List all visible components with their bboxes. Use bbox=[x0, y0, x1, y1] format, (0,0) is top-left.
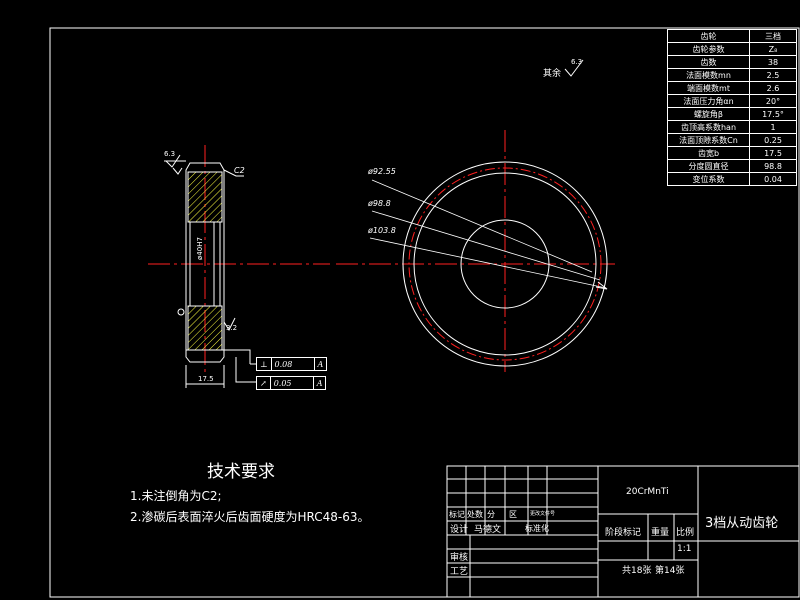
gear-param: 端面模数mt bbox=[667, 81, 750, 95]
width-dimension-label: 17.5 bbox=[198, 375, 214, 383]
gear-param: 法面顶隙系数Cn bbox=[667, 133, 750, 147]
gear-param: 齿宽b bbox=[667, 146, 750, 160]
material-label: 20CrMnTi bbox=[626, 487, 669, 497]
diameter-label-1: ø92.55 bbox=[368, 167, 396, 176]
check-label: 审核 bbox=[450, 553, 469, 563]
change-doc-label: 更改文件号 bbox=[530, 511, 556, 517]
chamfer-label: C2 bbox=[234, 166, 245, 175]
standardize-label: 标准化 bbox=[525, 524, 549, 533]
roughness-symbol-top bbox=[165, 154, 181, 168]
roughness-bore-value: 3.2 bbox=[226, 324, 238, 332]
gear-param: 齿顶高系数han bbox=[667, 120, 750, 134]
root-circle bbox=[413, 172, 597, 356]
scale-label: 比例 bbox=[676, 528, 695, 538]
design-label: 设计 bbox=[450, 525, 469, 535]
process-label: 工艺 bbox=[450, 567, 469, 577]
tip-circle bbox=[402, 161, 608, 367]
roughness-symbol-bore bbox=[223, 317, 236, 332]
gear-value: 98.8 bbox=[749, 159, 797, 173]
section-view bbox=[148, 145, 330, 388]
tech-requirement-item: 2.渗碳后表面淬火后齿面硬度为HRC48-63。 bbox=[130, 510, 370, 524]
scale-value: 1:1 bbox=[677, 544, 692, 554]
bore-circle bbox=[460, 219, 550, 309]
gear-value: 38 bbox=[749, 55, 797, 69]
division-label: 分 bbox=[487, 510, 495, 519]
gear-value: 17.5 bbox=[749, 146, 797, 160]
roughness-other-label: 其余 bbox=[543, 69, 562, 79]
fcf-perpendicularity-symbol: ⊥ bbox=[256, 357, 272, 371]
fcf-runout: ↗ 0.05 A bbox=[256, 376, 327, 390]
gear-param: 齿数 bbox=[667, 55, 750, 69]
gear-value: 20° bbox=[749, 94, 797, 108]
front-view bbox=[336, 130, 615, 372]
bore-dimension-label: ø40H7 bbox=[196, 237, 204, 260]
gear-table-header-value: 三档 bbox=[749, 29, 797, 43]
fcf-perpendicularity-value: 0.08 bbox=[270, 357, 315, 371]
tech-requirements-title: 技术要求 bbox=[207, 462, 275, 482]
table-row: 齿轮 三档 bbox=[667, 29, 797, 43]
sheet-count: 共18张 bbox=[622, 566, 652, 576]
part-name: 3档从动齿轮 bbox=[705, 516, 779, 531]
count-label: 处数 bbox=[467, 510, 483, 519]
roughness-other-symbol bbox=[564, 59, 584, 77]
tech-requirement-item: 1.未注倒角为C2; bbox=[130, 489, 222, 503]
gear-value: 2.6 bbox=[749, 81, 797, 95]
gear-param: 法面模数mn bbox=[667, 68, 750, 82]
fcf-runout-value: 0.05 bbox=[269, 376, 314, 390]
pitch-circle bbox=[408, 167, 602, 361]
section-outline bbox=[185, 162, 225, 363]
fcf-runout-datum: A bbox=[312, 376, 327, 390]
gear-value: Z₈ bbox=[749, 42, 797, 56]
zone-label: 区 bbox=[509, 510, 517, 519]
fcf-perpendicularity: ⊥ 0.08 A bbox=[256, 357, 328, 371]
fcf-perpendicularity-datum: A bbox=[313, 357, 328, 371]
weight-label: 重量 bbox=[651, 528, 670, 538]
gear-value: 0.04 bbox=[749, 172, 797, 186]
roughness-other-value: 6.3 bbox=[571, 58, 583, 66]
mark-label: 标记 bbox=[449, 510, 465, 519]
gear-param: 法面压力角αn bbox=[667, 94, 750, 108]
fcf-runout-symbol: ↗ bbox=[256, 376, 271, 390]
designer-name: 马德文 bbox=[474, 525, 502, 535]
gear-value: 0.25 bbox=[749, 133, 797, 147]
title-block-grid bbox=[446, 465, 800, 598]
gear-value: 1 bbox=[749, 120, 797, 134]
gear-param: 螺旋角β bbox=[667, 107, 750, 121]
tooth-hatch-bottom bbox=[187, 305, 223, 351]
gear-param: 分度圆直径 bbox=[667, 159, 750, 173]
tooth-hatch-top bbox=[187, 171, 223, 223]
drawing-border bbox=[49, 27, 800, 598]
gear-value: 17.5° bbox=[749, 107, 797, 121]
gear-table-header-param: 齿轮 bbox=[667, 29, 750, 43]
gear-param: 变位系数 bbox=[667, 172, 750, 186]
gear-param: 齿轮参数 bbox=[667, 42, 750, 56]
stage-mark-label: 阶段标记 bbox=[605, 528, 642, 538]
roughness-face-value: 6.3 bbox=[164, 150, 176, 158]
sheet-number: 第14张 bbox=[655, 566, 685, 576]
diameter-label-2: ø98.8 bbox=[368, 199, 391, 208]
diameter-label-3: ø103.8 bbox=[368, 226, 396, 235]
gear-value: 2.5 bbox=[749, 68, 797, 82]
